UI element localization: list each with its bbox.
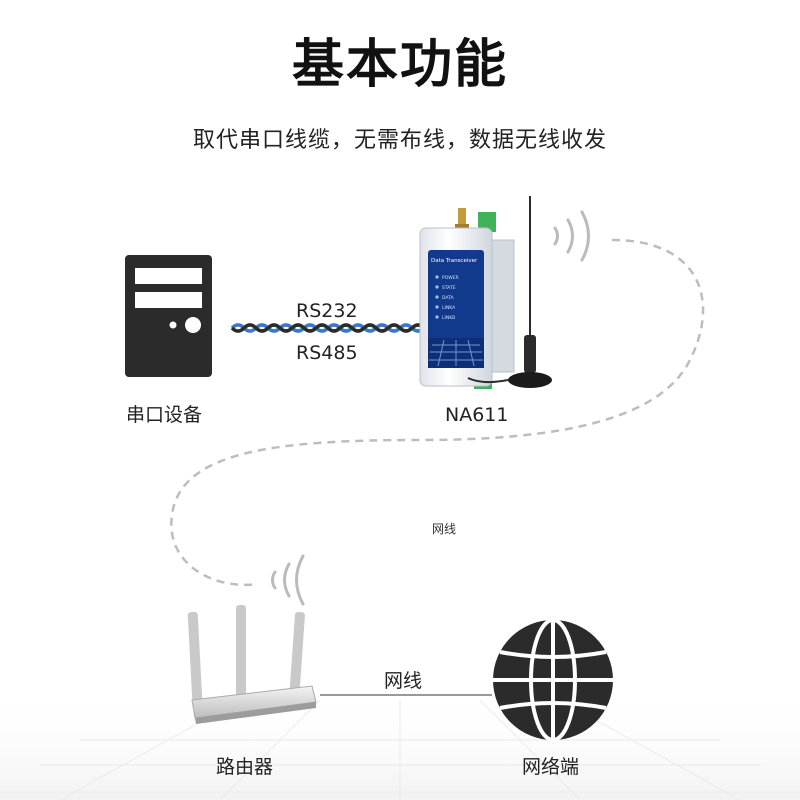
globe-icon: [493, 618, 613, 742]
signal-waves-icon: [553, 210, 590, 262]
led-label: LINKA: [442, 305, 456, 311]
rs485-label: RS485: [296, 342, 358, 364]
led-label: LINKB: [442, 315, 455, 321]
led-label: DATA: [442, 295, 455, 301]
page-subtitle: 取代串口线缆，无需布线，数据无线收发: [192, 128, 607, 153]
device-label: NA611: [445, 404, 509, 426]
router-label: 路由器: [216, 756, 274, 778]
led-label: STATE: [442, 285, 456, 291]
network-label: 网络端: [522, 756, 580, 778]
wireless-link-label: 网线: [432, 522, 457, 536]
serial-device-icon: [125, 255, 212, 377]
antenna-icon: [467, 196, 552, 388]
na611-device-icon: Data Transceiver POWER STATE DATA LINKA …: [419, 208, 515, 389]
router-icon: [187, 605, 317, 724]
device-leds: POWER STATE DATA LINKA LINKB: [435, 275, 459, 321]
serial-device-label: 串口设备: [126, 404, 203, 426]
led-label: POWER: [442, 275, 459, 281]
device-brand-label: Data Transceiver: [431, 258, 478, 264]
rs232-label: RS232: [296, 300, 358, 322]
page-title: 基本功能: [291, 35, 508, 95]
wireless-path: [170, 238, 705, 587]
wired-link-label: 网线: [384, 670, 423, 692]
router-signal-waves-icon: [271, 554, 305, 606]
floor-grid: [0, 690, 800, 800]
serial-cable: [230, 323, 426, 333]
